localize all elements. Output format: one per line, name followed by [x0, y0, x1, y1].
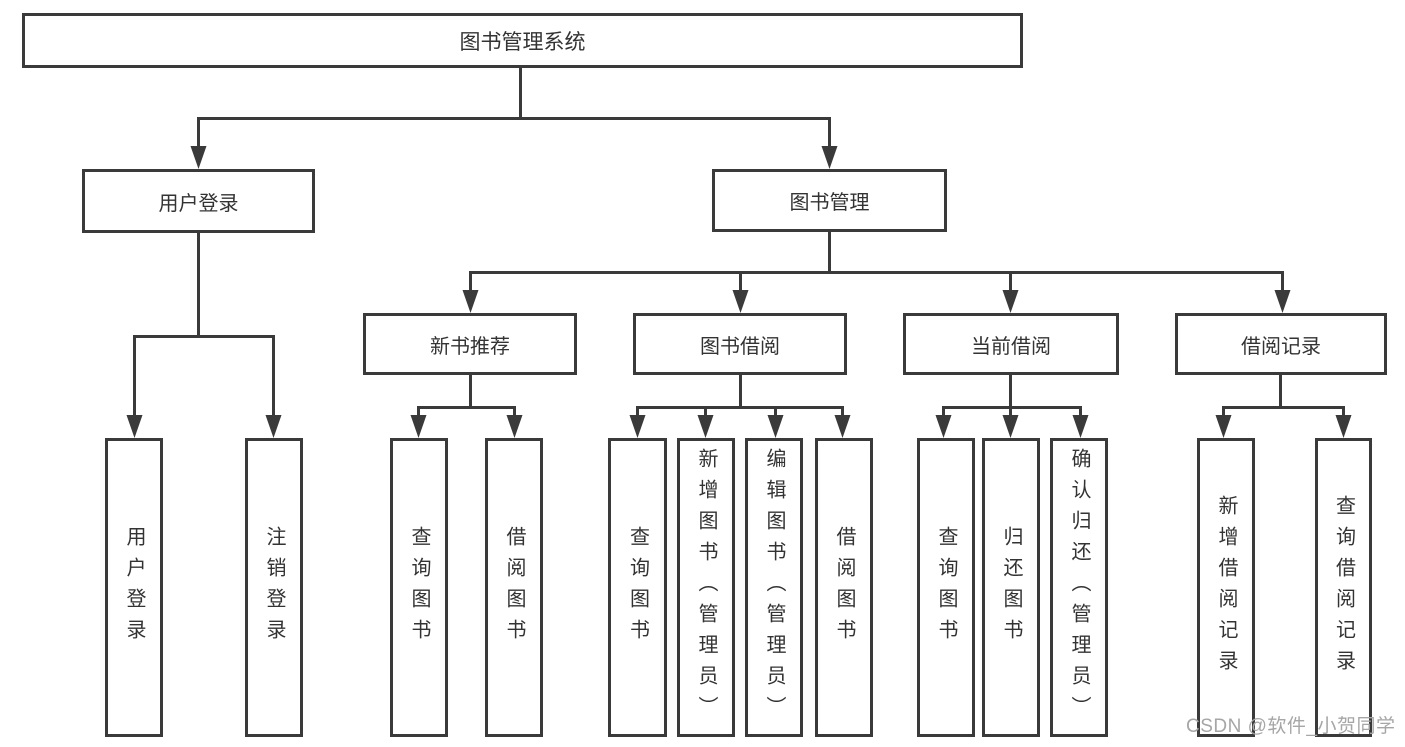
- node-user-login: 用户登录: [82, 169, 315, 233]
- node-edit-book-admin: 编辑图书（管理员）: [745, 438, 803, 737]
- node-label: 图书管理: [789, 192, 870, 214]
- node-query-books-recommend: 查询图书: [390, 438, 448, 737]
- node-return-books: 归还图书: [982, 438, 1040, 737]
- node-query-books-current: 查询图书: [917, 438, 975, 737]
- node-label: 确认归还（管理员）: [1068, 448, 1090, 727]
- node-new-book-recommend: 新书推荐: [363, 313, 577, 375]
- node-label: 查询图书: [408, 525, 430, 650]
- connector-userlogin-to-children: [133, 233, 275, 418]
- arrowhead-icon: [410, 415, 523, 438]
- connector-root-to-level2: [197, 68, 831, 148]
- node-label: 图书管理系统: [459, 30, 586, 54]
- node-label: 借阅图书: [503, 525, 525, 650]
- node-borrow-books-recommend: 借阅图书: [485, 438, 543, 737]
- arrowhead-icon: [190, 146, 838, 169]
- node-label: 新增借阅记录: [1215, 494, 1237, 681]
- node-current-borrowing: 当前借阅: [903, 313, 1119, 375]
- node-borrowing-records: 借阅记录: [1175, 313, 1387, 375]
- node-label: 用户登录: [123, 525, 145, 650]
- arrowhead-icon: [935, 415, 1089, 438]
- node-label: 借阅记录: [1241, 335, 1321, 358]
- node-add-borrow-record: 新增借阅记录: [1197, 438, 1255, 737]
- node-user-login-leaf: 用户登录: [105, 438, 163, 737]
- node-label: 借阅图书: [833, 525, 855, 650]
- connector-current-to-children: [942, 375, 1082, 418]
- node-label: 注销登录: [263, 525, 285, 650]
- csdn-watermark: CSDN @软件_小贺同学: [1186, 716, 1396, 737]
- node-label: 编辑图书（管理员）: [763, 448, 785, 727]
- node-label: 新增图书（管理员）: [695, 448, 717, 727]
- node-label: 查询借阅记录: [1332, 494, 1355, 681]
- node-book-borrowing: 图书借阅: [633, 313, 847, 375]
- connector-records-to-children: [1222, 375, 1345, 418]
- connector-bookmgmt-to-level3: [469, 232, 1284, 293]
- node-label: 用户登录: [158, 192, 239, 215]
- arrowhead-icon: [629, 415, 851, 438]
- node-label: 当前借阅: [971, 335, 1051, 358]
- node-add-book-admin: 新增图书（管理员）: [677, 438, 735, 737]
- node-query-books-borrowing: 查询图书: [608, 438, 667, 737]
- node-label: 新书推荐: [430, 335, 510, 358]
- node-label: 查询图书: [935, 525, 957, 650]
- node-query-borrow-record: 查询借阅记录: [1315, 438, 1372, 737]
- arrowhead-icon: [126, 415, 282, 438]
- arrowhead-icon: [462, 290, 1291, 313]
- connector-newbooks-to-children: [417, 375, 516, 418]
- node-confirm-return-admin: 确认归还（管理员）: [1050, 438, 1108, 737]
- connector-borrowing-to-children: [636, 375, 844, 418]
- arrowhead-icon: [1215, 415, 1352, 438]
- node-library-management-system: 图书管理系统: [22, 13, 1023, 68]
- node-borrow-books-borrowing: 借阅图书: [815, 438, 873, 737]
- node-label: 图书借阅: [700, 335, 780, 358]
- node-logout: 注销登录: [245, 438, 303, 737]
- node-book-management: 图书管理: [712, 169, 947, 232]
- node-label: 查询图书: [626, 525, 649, 650]
- node-label: 归还图书: [1000, 525, 1022, 650]
